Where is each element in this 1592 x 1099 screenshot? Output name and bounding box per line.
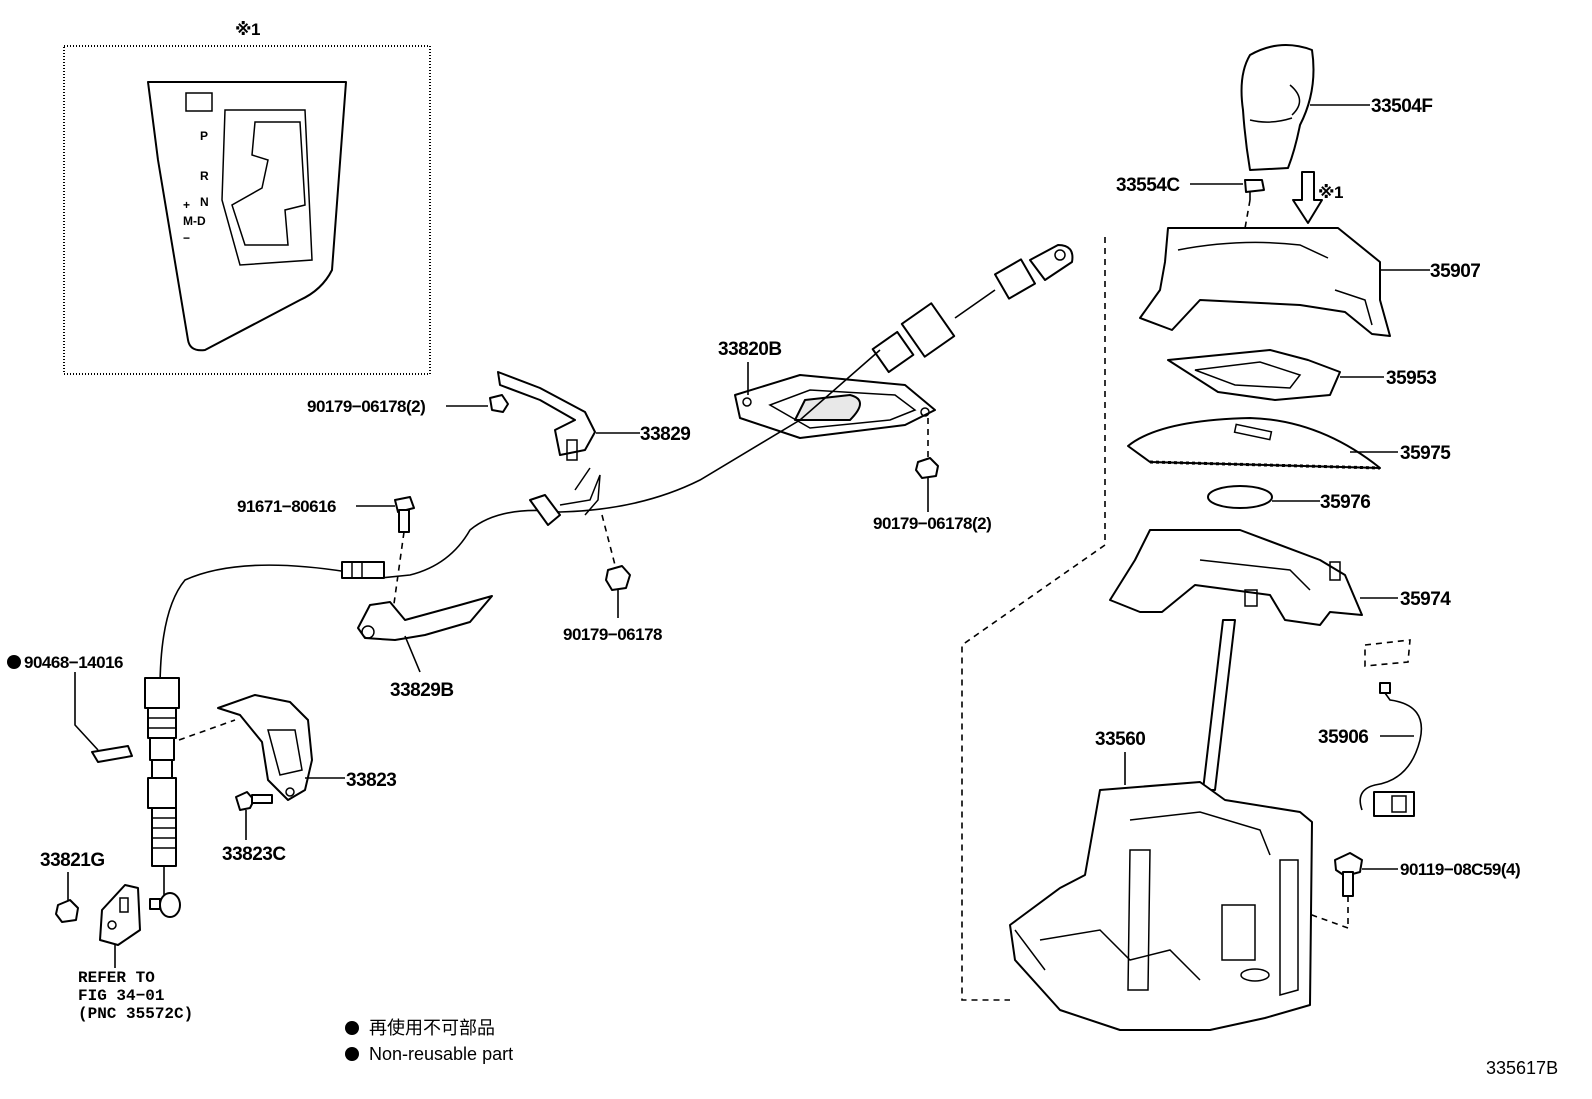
label-33823C: 33823C: [222, 844, 286, 865]
view-arrow-marker: ※1: [1318, 183, 1343, 202]
label-91671: 91671−80616: [237, 497, 336, 516]
label-33821G: 33821G: [40, 850, 105, 871]
non-reusable-dot: [7, 655, 21, 669]
dash-91671: [391, 531, 405, 619]
label-33829B: 33829B: [390, 680, 454, 701]
bracket-33823: [217, 694, 313, 801]
gate-label-p: P: [200, 129, 208, 143]
label-90468: 90468−14016: [24, 653, 123, 672]
label-33504F: 33504F: [1371, 96, 1432, 117]
gate-label-plus: +: [183, 198, 190, 212]
nut-90179-left: [489, 394, 509, 413]
dust-cover-35975: [1127, 417, 1381, 470]
cable-end-upper: [871, 244, 1074, 374]
boot-33820B: [734, 374, 936, 439]
label-90179-right: 90179−06178(2): [873, 514, 991, 533]
gate-indicator-square: [185, 92, 213, 112]
label-90179-left: 90179−06178(2): [307, 397, 425, 416]
shift-cable: [379, 349, 881, 579]
plate-35953: [1167, 349, 1341, 401]
bolt-90119: [1334, 852, 1363, 897]
refer-line-1: REFER TO: [78, 969, 155, 987]
view-arrow: [1292, 171, 1323, 224]
label-35953: 35953: [1386, 368, 1436, 389]
refer-line-2: FIG 34−01: [78, 987, 164, 1005]
label-33829: 33829: [640, 424, 690, 445]
clip-33554C: [1244, 179, 1265, 200]
shift-lever-assy-33560: [1009, 619, 1313, 1031]
label-33560: 33560: [1095, 729, 1145, 750]
shift-cable-lower: [159, 564, 349, 691]
gate-label-n: N: [200, 195, 209, 209]
inset-frame: [63, 45, 431, 375]
leader-90468: [74, 672, 99, 751]
gate-slot-inner: [231, 121, 306, 246]
gate-slot-outer: [221, 109, 313, 266]
gate-plate: [147, 81, 347, 352]
gate-label-md: M-D: [183, 214, 206, 228]
legend: 再使用不可部品 Non-reusable part: [345, 1018, 513, 1064]
legend-en: Non-reusable part: [369, 1044, 513, 1064]
bezel-35907: [1139, 227, 1391, 337]
bolt-33823C: [235, 791, 273, 811]
shift-knob-33504F: [1240, 44, 1315, 171]
connector-dashed: [1364, 639, 1411, 667]
gate-label-minus: −: [183, 231, 190, 245]
shift-gate-inset: ※1 P R N + M-D −: [63, 20, 431, 375]
inset-marker: ※1: [235, 20, 260, 39]
dash-mid-nut: [601, 514, 616, 566]
label-90119: 90119−08C59(4): [1400, 860, 1520, 879]
dash-33823: [178, 719, 236, 741]
gate-label-r: R: [200, 169, 209, 183]
leader-33829B: [404, 635, 421, 673]
legend-bullet-en: [345, 1047, 359, 1061]
legend-jp: 再使用不可部品: [369, 1018, 495, 1038]
label-35974: 35974: [1400, 589, 1451, 610]
bolt-91671: [394, 496, 415, 533]
label-35907: 35907: [1430, 261, 1480, 282]
clip-90468: [91, 745, 133, 763]
cable-fitting: [341, 561, 385, 579]
bracket-33829B: [357, 595, 493, 641]
wire-harness-35906: [1359, 682, 1423, 817]
legend-bullet-jp: [345, 1021, 359, 1035]
label-33554C: 33554C: [1116, 175, 1180, 196]
bracket-33829: [497, 371, 596, 461]
nut-33821G: [55, 899, 79, 923]
nut-90179-mid: [605, 565, 631, 591]
label-33823: 33823: [346, 770, 396, 791]
disc-35976: [1207, 485, 1273, 509]
label-90179-mid: 90179−06178: [563, 625, 662, 644]
figure-id: 335617B: [1486, 1058, 1558, 1078]
cable-adjuster: [144, 677, 181, 918]
label-35976: 35976: [1320, 492, 1370, 513]
label-33820B: 33820B: [718, 339, 782, 360]
nut-90179-right: [915, 457, 939, 479]
label-35975: 35975: [1400, 443, 1451, 464]
bracket-35572C: [99, 884, 141, 946]
housing-35974: [1109, 529, 1363, 626]
refer-line-3: (PNC 35572C): [78, 1005, 193, 1023]
cable-clamp-mid: [529, 467, 601, 526]
label-35906: 35906: [1318, 727, 1368, 748]
